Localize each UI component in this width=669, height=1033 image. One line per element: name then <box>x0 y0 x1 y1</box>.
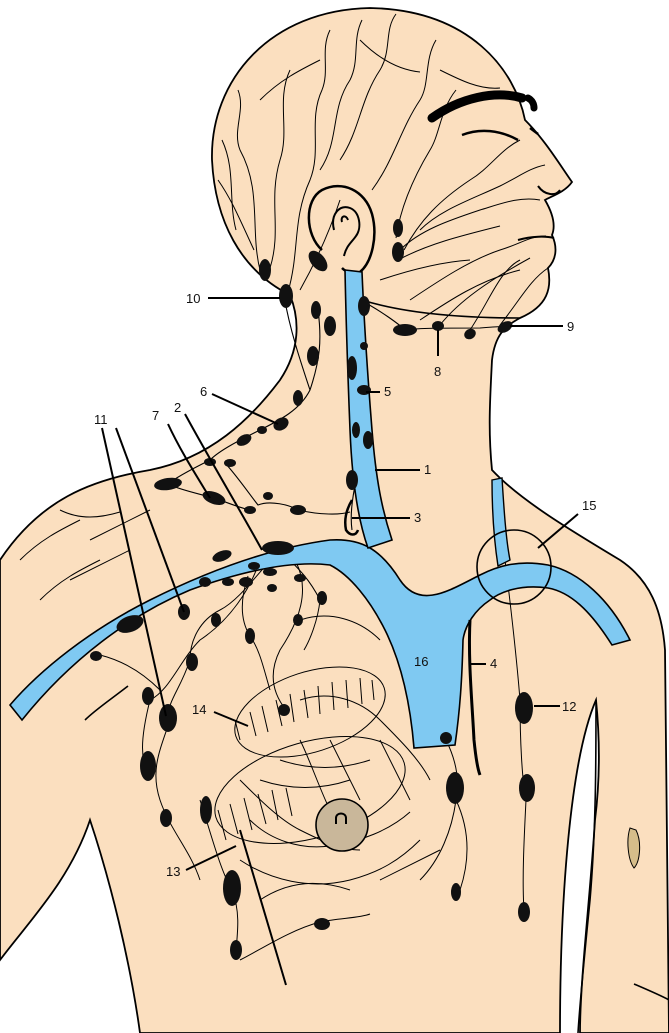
label-5: 5 <box>384 384 391 399</box>
label-9: 9 <box>567 319 574 334</box>
eyebrow-right <box>528 98 534 108</box>
label-10: 10 <box>186 291 200 306</box>
label-4: 4 <box>490 656 497 671</box>
label-2: 2 <box>174 400 181 415</box>
label-7: 7 <box>152 408 159 423</box>
torso-and-head <box>0 8 669 1033</box>
label-3: 3 <box>414 510 421 525</box>
label-12: 12 <box>562 699 576 714</box>
label-11: 11 <box>94 412 108 427</box>
areola <box>316 799 368 851</box>
label-8: 8 <box>434 364 441 379</box>
label-13: 13 <box>166 864 180 879</box>
label-15: 15 <box>582 498 596 513</box>
label-1: 1 <box>424 462 431 477</box>
label-6: 6 <box>200 384 207 399</box>
label-16: 16 <box>414 654 428 669</box>
body-silhouette <box>0 8 669 1033</box>
label-14: 14 <box>192 702 206 717</box>
